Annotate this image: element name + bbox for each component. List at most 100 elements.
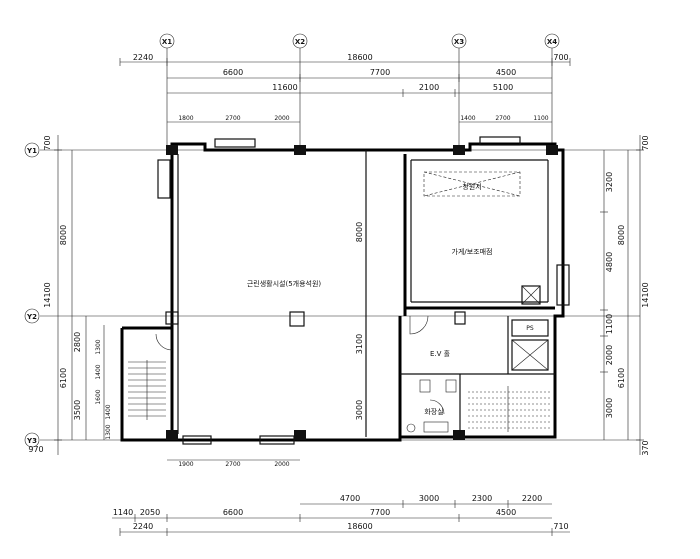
axis-bubble-y2: [24, 308, 40, 324]
room-label-ev-hall: E.V 홀: [430, 349, 451, 358]
dim-bottom-4700: 4700: [340, 494, 360, 503]
sink-icon: [406, 423, 416, 433]
axis-label-x2: X2: [295, 38, 305, 46]
window-bottom-1: [182, 435, 212, 445]
dim-left-14100: 14100: [43, 282, 52, 307]
toilet-fixture-2: [445, 379, 457, 393]
axis-bubble-x1: [159, 33, 175, 49]
column-x4-y1: [546, 145, 558, 155]
bottom-dimensions: 1900 2700 2000 4700 3000 2300 2200 1140 …: [112, 459, 570, 536]
dim-right-3000: 3000: [605, 398, 614, 418]
washbasin-counter: [423, 421, 449, 433]
door-ev-hall: [409, 315, 429, 335]
axis-label-x4: X4: [547, 38, 557, 46]
right-dimensions: 700 14100 370 8000 6100 3200 4800 1100 2…: [600, 135, 650, 456]
axis-bubble-y1: [24, 142, 40, 158]
dim-right-8000: 8000: [617, 225, 626, 245]
column-x1-y1: [166, 145, 178, 155]
door-toilet: [429, 399, 445, 415]
column-x3-y3: [453, 430, 465, 440]
axis-label-y1: Y1: [26, 147, 37, 155]
dim-bottom-2300: 2300: [472, 494, 492, 503]
dim-top-2240: 2240: [133, 53, 153, 62]
dim-right-6100: 6100: [617, 368, 626, 388]
axis-bubble-y3: [24, 432, 40, 448]
dim-bottom-7700: 7700: [370, 508, 390, 517]
dim-left-970: 970: [28, 445, 43, 454]
column-x3-y2: [454, 311, 466, 325]
dim-left-3500: 3500: [73, 400, 82, 420]
axis-label-y2: Y2: [26, 313, 37, 321]
dim-bottom-18600: 18600: [347, 522, 372, 531]
dim-bottom-710: 710: [553, 522, 568, 531]
room-label-toilet: 화장실: [424, 407, 443, 416]
toilet-fixture-1: [419, 379, 431, 393]
dim-left-1400a: 1400: [95, 364, 102, 379]
axis-bubble-x3: [451, 33, 467, 49]
column-x2-y3: [294, 430, 306, 440]
window-right: [556, 264, 570, 306]
stair-left: [128, 360, 166, 420]
dim-bottom-3000: 3000: [419, 494, 439, 503]
dim-bottom-2240: 2240: [133, 522, 153, 531]
outer-wall: [170, 142, 565, 442]
dim-bottom-6600: 6600: [223, 508, 243, 517]
dim-interior-3100: 3100: [355, 334, 364, 354]
dim-top-1100: 1100: [533, 115, 548, 122]
dim-left-1300b: 1300: [105, 424, 112, 439]
top-dimensions: 2240 18600 700 6600 7700 4500 11600 2100…: [119, 53, 571, 123]
axis-bubble-x2: [292, 33, 308, 49]
ps-shaft: [511, 319, 549, 337]
dim-left-1300a: 1300: [95, 339, 102, 354]
storage-dashed-area: [423, 171, 521, 197]
dim-top-4500: 4500: [496, 68, 516, 77]
dim-interior-3000: 3000: [355, 400, 364, 420]
room-label-main-hall: 근린생활시설(5개용석원): [247, 279, 322, 288]
dim-bottom-2000: 2000: [274, 461, 289, 468]
dim-left-2800: 2800: [73, 332, 82, 352]
dim-right-370: 370: [641, 440, 650, 455]
dim-left-1400b: 1400: [105, 404, 112, 419]
building-walls: [120, 136, 570, 445]
dim-left-6100: 6100: [59, 368, 68, 388]
stair-annex-wall: [120, 326, 172, 442]
dim-right-1100: 1100: [605, 314, 614, 334]
axis-bubble-x4: [544, 33, 560, 49]
window-top-1: [214, 138, 256, 148]
dim-bottom-2050: 2050: [140, 508, 160, 517]
column-x3-y1: [453, 145, 465, 155]
column-x2-y1: [294, 145, 306, 155]
elevator-shaft: [511, 339, 549, 371]
dim-right-3200: 3200: [605, 172, 614, 192]
axis-label-x1: X1: [162, 38, 172, 46]
dim-bottom-2200: 2200: [522, 494, 542, 503]
dim-top-2700b: 2700: [495, 115, 510, 122]
dim-bottom-4500: 4500: [496, 508, 516, 517]
dim-top-700: 700: [553, 53, 568, 62]
dim-top-18600: 18600: [347, 53, 372, 62]
dim-top-1800: 1800: [178, 115, 193, 122]
dim-left-8000: 8000: [59, 225, 68, 245]
room-details: 창원지 가게/보조매점 근린생활시설(5개용석원) E.V 홀 화장실 PS 8…: [128, 171, 550, 433]
dim-bottom-1140: 1140: [113, 508, 133, 517]
dim-top-6600: 6600: [223, 68, 243, 77]
dim-top-7700: 7700: [370, 68, 390, 77]
column-x1-y2: [165, 311, 179, 325]
dim-top-2700a: 2700: [225, 115, 240, 122]
column-x1-y3: [166, 430, 178, 440]
dim-top-2100: 2100: [419, 83, 439, 92]
window-left: [157, 159, 171, 199]
dim-left-700: 700: [43, 135, 52, 150]
door-stair: [155, 333, 173, 351]
dim-top-11600: 11600: [272, 83, 297, 92]
left-dimensions: 700 14100 970 8000 6100 2800 3500 1300 1…: [28, 135, 112, 455]
dim-right-14100: 14100: [641, 282, 650, 307]
dim-left-1600: 1600: [95, 389, 102, 404]
duct-box: [521, 285, 541, 305]
axis-label-x3: X3: [454, 38, 464, 46]
window-top-2: [479, 136, 521, 146]
column-x2-y2: [289, 311, 305, 327]
dim-bottom-1900: 1900: [178, 461, 193, 468]
dim-right-2000: 2000: [605, 345, 614, 365]
